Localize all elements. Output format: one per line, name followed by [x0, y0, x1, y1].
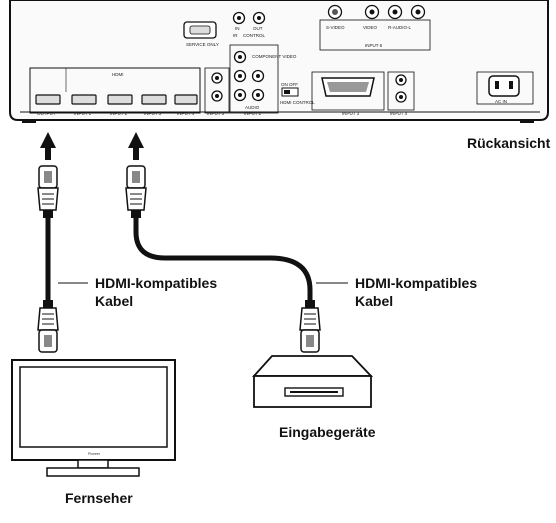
hdmi-cable-left — [37, 165, 59, 353]
video-label: VIDEO — [363, 25, 378, 30]
hdmi-input2-label: INPUT 2 — [110, 111, 128, 116]
svideo-label: S-VIDEO — [326, 25, 345, 30]
hdmi-cable-right — [125, 165, 321, 353]
input6-jacks: S-VIDEO VIDEO R-AUDIO-L INPUT 6 — [319, 4, 431, 51]
input4-label: INPUT 4 — [390, 111, 408, 116]
hdmi-input1-label: INPUT 1 — [74, 111, 92, 116]
ir-jacks: IN OUT IR CONTROL — [232, 11, 265, 38]
arrow-up-icon — [128, 132, 144, 160]
hdmi-port-input4 — [174, 94, 198, 105]
input5-jacks: INPUT 5 — [204, 67, 230, 116]
hdmi-control-label: HDMI CONTROL — [280, 100, 315, 105]
cable-label-right-line2: Kabel — [355, 293, 393, 309]
hdmi-input3-label: INPUT 3 — [144, 111, 162, 116]
rear-view-label: Rückansicht — [467, 135, 551, 151]
hdmi-input4-label: INPUT 4 — [177, 111, 195, 116]
cable-label-left-line2: Kabel — [95, 293, 133, 309]
input-device-label: Eingabegeräte — [279, 424, 376, 440]
hdmi-group-label: HDMI — [112, 72, 124, 77]
hdmi-port-input3 — [141, 94, 167, 105]
tv-label: Fernseher — [65, 490, 133, 506]
input4-jacks: INPUT 4 — [387, 71, 415, 116]
television: Pioneer — [11, 359, 176, 477]
cable-label-right: HDMI-kompatibles Kabel — [316, 275, 477, 309]
input5-label: INPUT 5 — [207, 111, 225, 116]
input3-label: INPUT 3 — [342, 111, 360, 116]
hdmi-output-label: OUTPUT — [37, 111, 56, 116]
ac-inlet: AC IN — [476, 71, 534, 105]
hdmi-switch-label: ON OFF — [281, 82, 298, 87]
hdmi-ports: HDMI OUTPUT INPUT 1 INPUT 2 INPUT 3 INPU… — [29, 67, 201, 116]
component-video-jacks: COMPONENT VIDEO AUDIO INPUT 2 — [229, 44, 297, 116]
cable-label-left: HDMI-kompatibles Kabel — [58, 275, 217, 309]
tv-brand: Pioneer — [88, 452, 101, 456]
cable-label-left-line1: HDMI-kompatibles — [95, 275, 217, 291]
ir-group-label: IR — [233, 33, 238, 38]
audio-label: AUDIO — [245, 105, 260, 110]
rear-panel: SERVICE ONLY IN OUT IR CONTROL S-VIDEO V… — [9, 0, 549, 123]
ac-in-label: AC IN — [495, 99, 507, 104]
hdmi-port-input2 — [107, 94, 133, 105]
hdmi-port-input1 — [71, 94, 97, 105]
hdmi-control-switch: ON OFF HDMI CONTROL — [280, 82, 315, 105]
service-port: SERVICE ONLY — [183, 21, 219, 47]
component-video-label: COMPONENT VIDEO — [252, 54, 297, 59]
ir-out-label: OUT — [253, 26, 263, 31]
input6-label: INPUT 6 — [365, 43, 383, 48]
scart-input3: INPUT 3 — [311, 71, 385, 116]
raudio-label: R-AUDIO-L — [388, 25, 411, 30]
input-device — [251, 355, 374, 408]
hdmi-port-output — [35, 94, 61, 105]
arrow-up-icon — [40, 132, 56, 160]
ir-in-label: IN — [235, 26, 240, 31]
control-label: CONTROL — [243, 33, 265, 38]
service-only-label: SERVICE ONLY — [186, 42, 219, 47]
input2-label: INPUT 2 — [244, 111, 262, 116]
cable-label-right-line1: HDMI-kompatibles — [355, 275, 477, 291]
